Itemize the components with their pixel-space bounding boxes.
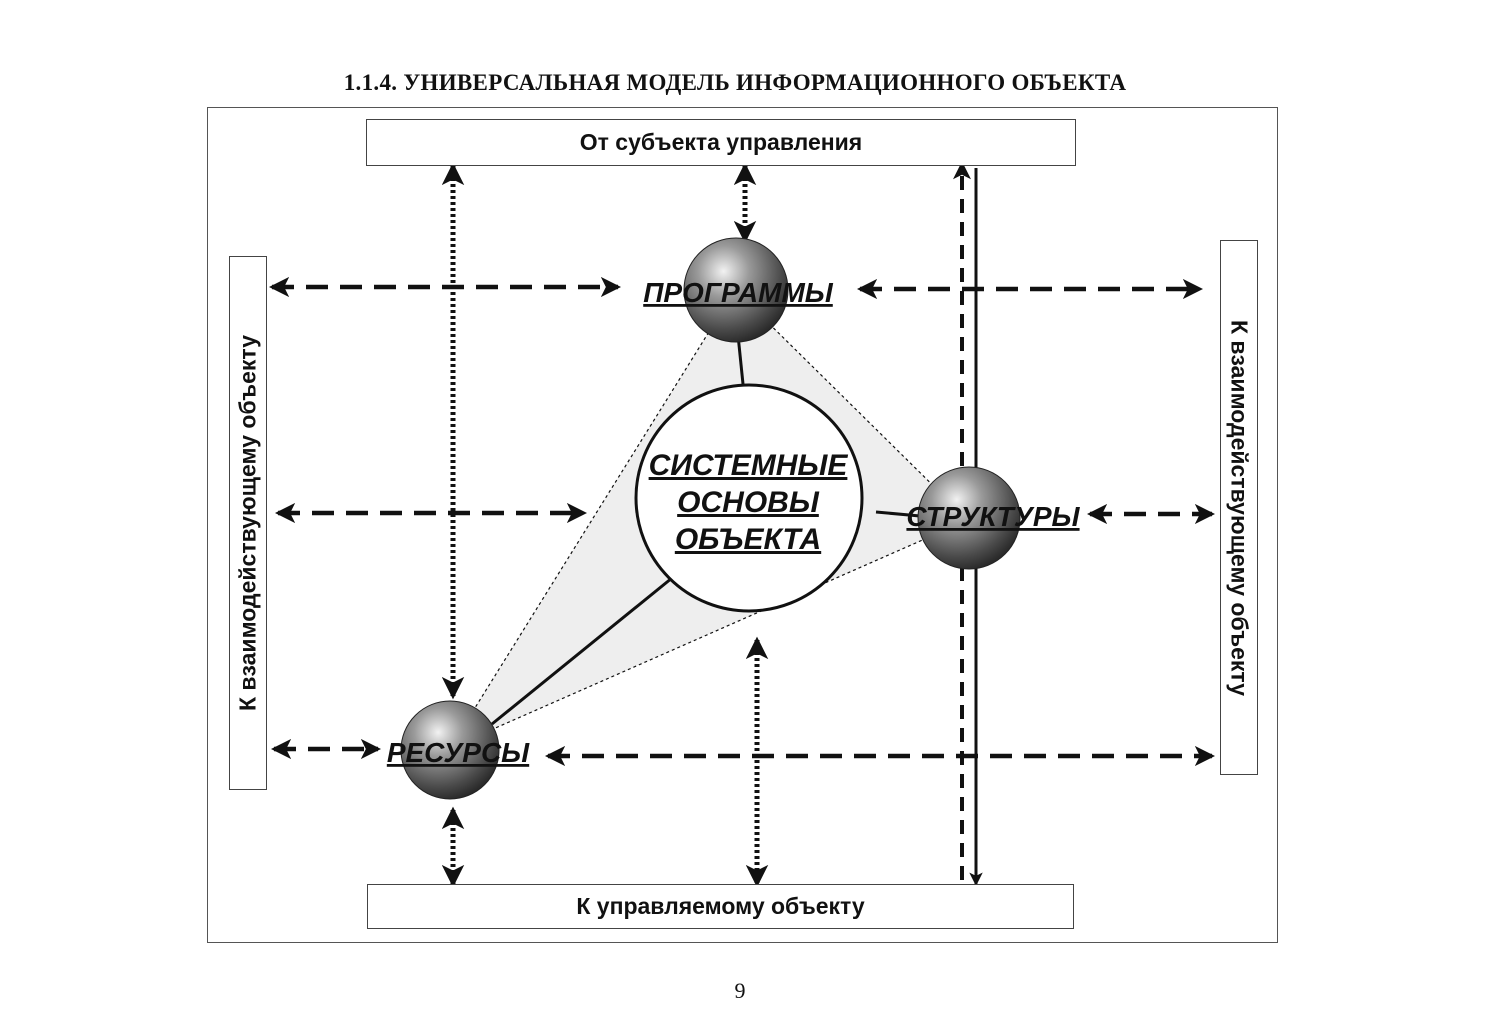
label-core-line-2: ОСНОВЫ — [677, 486, 820, 519]
box-interacting-object-right-label: К взаимодействующему объекту — [1226, 319, 1253, 696]
link-core-resources — [491, 576, 673, 726]
box-from-control-subject: От субъекта управления — [366, 119, 1076, 166]
link-core-programs — [736, 334, 745, 385]
label-core-line-3: ОБЪЕКТА — [675, 523, 821, 556]
link-core-structures — [875, 510, 921, 518]
box-from-control-subject-label: От субъекта управления — [579, 129, 863, 155]
label-programs: ПРОГРАММЫ — [643, 277, 834, 308]
diagram-frame — [207, 107, 1278, 943]
core-ellipse — [634, 383, 864, 613]
diagram-heading: 1.1.4. УНИВЕРСАЛЬНАЯ МОДЕЛЬ ИНФОРМАЦИОНН… — [343, 70, 1127, 95]
page-number: 9 — [734, 978, 746, 1003]
box-interacting-object-left: К взаимодействующему объекту — [229, 256, 267, 790]
sphere-structures — [917, 466, 1021, 570]
box-to-managed-object: К управляемому объекту — [367, 884, 1074, 929]
label-resources: РЕСУРСЫ — [387, 737, 530, 768]
box-interacting-object-left-label: К взаимодействующему объекту — [234, 334, 261, 712]
label-core-line-1: СИСТЕМНЫЕ — [649, 449, 849, 482]
box-to-managed-object-label: К управляемому объекту — [576, 893, 865, 919]
label-structures: СТРУКТУРЫ — [906, 501, 1080, 532]
sphere-resources — [400, 700, 500, 800]
box-interacting-object-right: К взаимодействующему объекту — [1220, 240, 1258, 775]
sphere-programs — [683, 237, 789, 343]
